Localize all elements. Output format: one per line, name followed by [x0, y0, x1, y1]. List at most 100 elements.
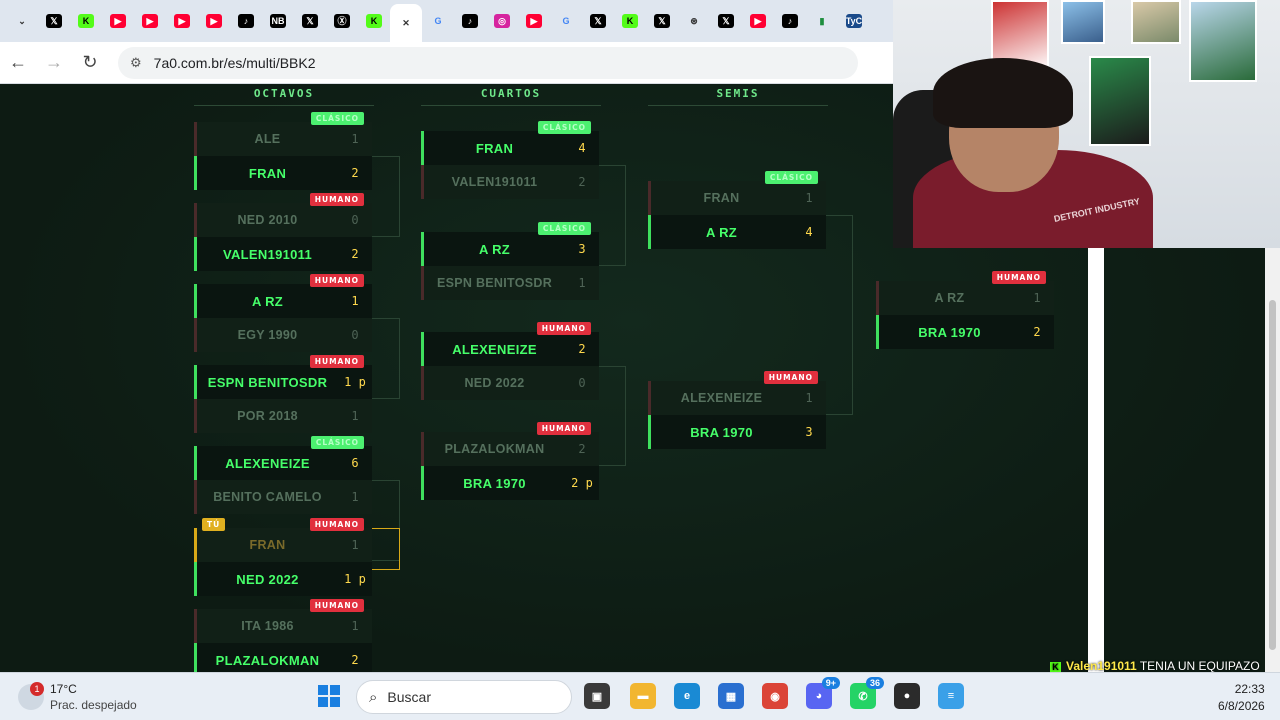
- system-clock[interactable]: 22:33 6/8/2026: [1218, 681, 1265, 715]
- discord-icon[interactable]: ◕9+: [806, 677, 840, 709]
- weather-widget[interactable]: 1 17°C Prac. despejado: [18, 681, 137, 713]
- browser-tab[interactable]: K: [70, 5, 102, 37]
- browser-tab[interactable]: G: [422, 5, 454, 37]
- browser-tab[interactable]: K: [358, 5, 390, 37]
- windows-start-icon[interactable]: [318, 685, 340, 707]
- you-badge: TÚ: [202, 518, 226, 531]
- browser-tab[interactable]: 𝕏: [710, 5, 742, 37]
- browser-tab[interactable]: ✕: [390, 4, 422, 42]
- browser-tab[interactable]: ▶: [102, 5, 134, 37]
- browser-tab[interactable]: 𝕏: [582, 5, 614, 37]
- url-field[interactable]: ⚙ 7a0.com.br/es/multi/BBK2: [118, 46, 858, 79]
- browser-tab[interactable]: ▶: [134, 5, 166, 37]
- browser-tab[interactable]: ▶: [198, 5, 230, 37]
- browser-tab[interactable]: TyC: [838, 5, 870, 37]
- browser-tab[interactable]: ▶: [742, 5, 774, 37]
- obs-icon[interactable]: ●: [894, 683, 920, 709]
- scrollbar-thumb[interactable]: [1269, 300, 1276, 650]
- match-type-badge: CLÁSICO: [537, 222, 591, 235]
- page-scrollbar[interactable]: [1265, 248, 1280, 673]
- browser-tab[interactable]: ⊛: [678, 5, 710, 37]
- reload-icon[interactable]: ↻: [82, 52, 98, 72]
- back-icon[interactable]: ←: [9, 52, 27, 72]
- youtube-icon: ▶: [142, 14, 158, 28]
- browser-tab[interactable]: ◎: [486, 5, 518, 37]
- store-icon[interactable]: ▦: [718, 683, 744, 709]
- browser-tab[interactable]: 𝕏: [294, 5, 326, 37]
- browser-tab[interactable]: ▶: [518, 5, 550, 37]
- browser-tab[interactable]: ♪: [454, 5, 486, 37]
- taskbar-search[interactable]: ⌕ Buscar: [356, 680, 572, 714]
- forward-icon[interactable]: →: [45, 52, 63, 72]
- whatsapp-icon[interactable]: ✆36: [850, 677, 884, 709]
- site-settings-icon[interactable]: ⚙: [130, 54, 142, 70]
- browser-tab[interactable]: ♪: [774, 5, 806, 37]
- youtube-icon: ▶: [206, 14, 222, 28]
- browser-tab[interactable]: Ⓧ: [326, 5, 358, 37]
- team-name: ESPN BENITOSDR: [207, 374, 328, 390]
- wall-poster: [1089, 56, 1151, 146]
- edge-icon[interactable]: e: [674, 683, 700, 709]
- browser-tab[interactable]: ▮: [806, 5, 838, 37]
- team-score: 1: [351, 409, 359, 423]
- browser-tab[interactable]: G: [550, 5, 582, 37]
- browser-tab[interactable]: ▶: [166, 5, 198, 37]
- browser-tab[interactable]: ♪: [230, 5, 262, 37]
- task-view-icon[interactable]: ▣: [584, 683, 610, 709]
- browser-tab[interactable]: K: [614, 5, 646, 37]
- browser-tab[interactable]: ⌄: [6, 5, 38, 37]
- chrome-icon[interactable]: ◉: [762, 683, 788, 709]
- team-score: 2: [351, 653, 359, 667]
- browser-tab[interactable]: NB: [262, 5, 294, 37]
- team-name: ALEXENEIZE: [452, 341, 537, 357]
- taskbar: 1 17°C Prac. despejado ⌕ Buscar 22:33 6/…: [0, 672, 1280, 720]
- browser-tab[interactable]: 𝕏: [38, 5, 70, 37]
- file-explorer-icon[interactable]: ▬: [630, 683, 656, 709]
- browser-tab[interactable]: 𝕏: [646, 5, 678, 37]
- team-name: FRAN: [249, 538, 286, 552]
- notepad-icon[interactable]: ≡: [938, 683, 964, 709]
